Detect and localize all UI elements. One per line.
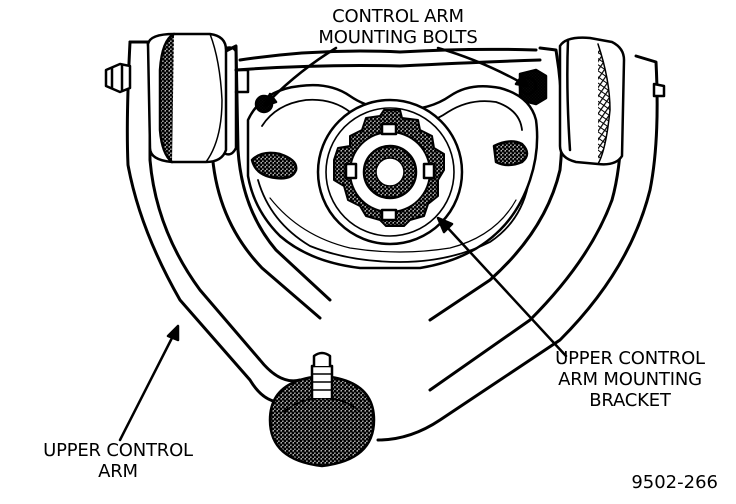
leader-arm-arrow [166,324,180,342]
leader-arm [118,332,176,442]
label-line: UPPER CONTROL [43,440,193,461]
leader-bracket-arrow [436,216,454,234]
leader-bolt-left-arrow [262,92,278,108]
left-bushing [104,32,250,164]
label-line: ARM MOUNTING [558,369,702,390]
label-line: BRACKET [589,390,671,411]
figure-number: 9502-266 [631,472,718,493]
pivot-hub [316,98,464,246]
leader-bolt-left [268,46,338,102]
label-upper-control-arm-mounting-bracket: UPPER CONTROL ARM MOUNTING BRACKET [530,348,730,411]
leader-bracket [444,224,568,358]
ball-joint [268,351,376,468]
label-line: CONTROL ARM [332,6,464,27]
leader-lines [118,46,568,442]
label-line: MOUNTING BOLTS [318,27,478,48]
label-control-arm-mounting-bolts: CONTROL ARM MOUNTING BOLTS [268,6,528,48]
label-line: ARM [98,461,138,482]
label-upper-control-arm: UPPER CONTROL ARM [18,440,218,482]
leader-bolt-right [436,46,522,84]
leader-bolt-right-arrow [514,74,530,88]
label-line: UPPER CONTROL [555,348,705,369]
